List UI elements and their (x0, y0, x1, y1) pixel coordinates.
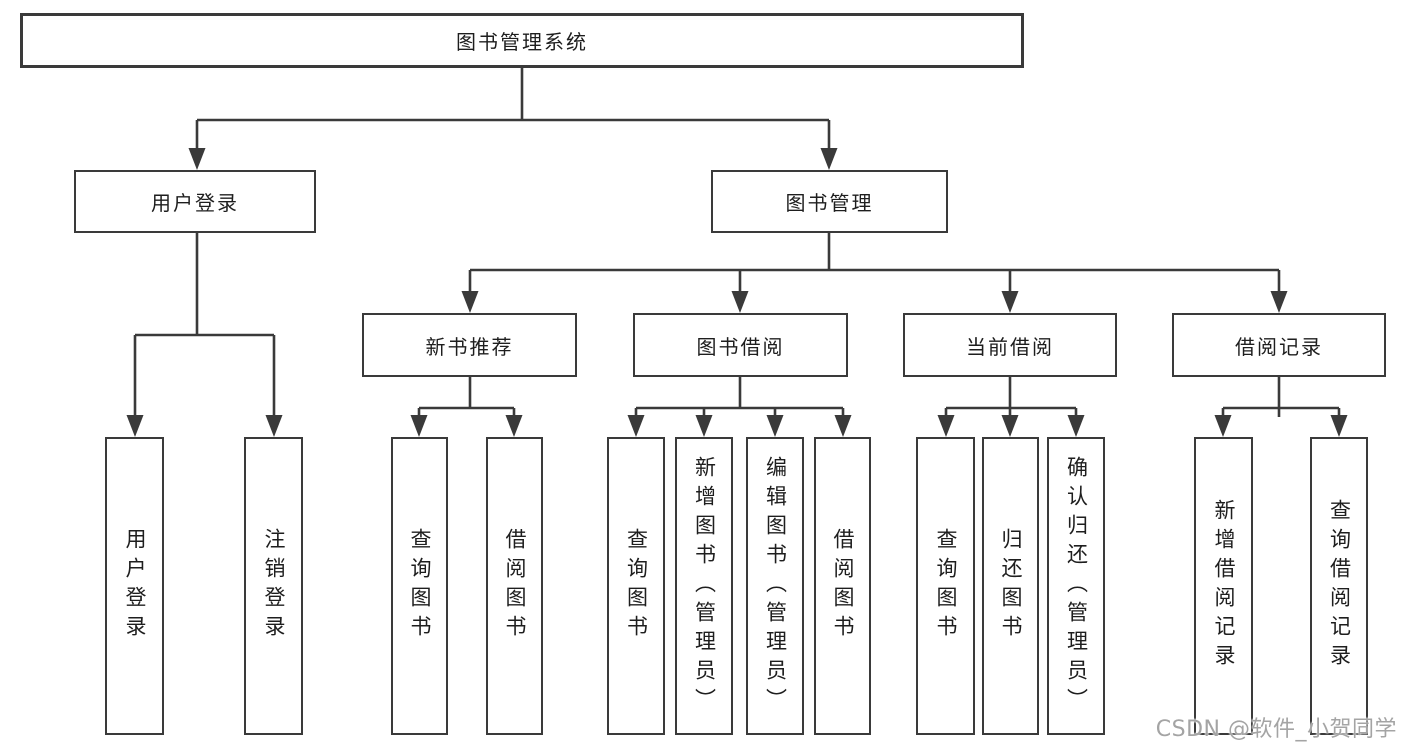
arrow-down-icon (937, 415, 955, 437)
leaf-borrow-books-recommend: 借阅图书 (486, 437, 543, 735)
connector-current-borrow-children (944, 377, 1078, 417)
node-current-borrowing: 当前借阅 (903, 313, 1117, 377)
arrow-down-icon (627, 415, 645, 437)
arrow-down-icon (766, 415, 784, 437)
leaf-confirm-return-admin: 确认归还（管理员） (1047, 437, 1105, 735)
connector-book-borrow-children (634, 377, 845, 417)
arrow-down-icon (1001, 415, 1019, 437)
arrow-down-icon (188, 148, 206, 170)
node-user-login: 用户登录 (74, 170, 316, 233)
connector-new-book-children (417, 377, 516, 417)
leaf-query-borrow-record: 查询借阅记录 (1310, 437, 1368, 735)
leaf-query-books-recommend: 查询图书 (391, 437, 448, 735)
leaf-borrow-books-borrowing: 借阅图书 (814, 437, 871, 735)
node-book-management: 图书管理 (711, 170, 948, 233)
arrow-down-icon (1001, 291, 1019, 313)
leaf-user-login: 用户登录 (105, 437, 164, 735)
arrow-down-icon (834, 415, 852, 437)
arrow-down-icon (1330, 415, 1348, 437)
arrow-down-icon (820, 148, 838, 170)
leaf-add-book-admin: 新增图书（管理员） (675, 437, 733, 735)
arrow-down-icon (505, 415, 523, 437)
arrow-down-icon (695, 415, 713, 437)
watermark-text: CSDN @软件_小贺同学 (1155, 717, 1397, 742)
arrow-down-icon (731, 291, 749, 313)
connector-user-login-children (133, 233, 276, 417)
node-new-book-recommend: 新书推荐 (362, 313, 577, 377)
arrowheads (126, 148, 1348, 437)
node-book-borrowing: 图书借阅 (633, 313, 848, 377)
connector-borrow-records-children (1221, 377, 1341, 417)
connector-root-to-level2 (195, 68, 831, 150)
arrow-down-icon (1067, 415, 1085, 437)
arrow-down-icon (461, 291, 479, 313)
arrow-down-icon (1214, 415, 1232, 437)
leaf-add-borrow-record: 新增借阅记录 (1194, 437, 1253, 735)
connector-book-mgmt-children (468, 233, 1281, 293)
arrow-down-icon (410, 415, 428, 437)
node-library-management-system: 图书管理系统 (20, 13, 1024, 68)
leaf-query-books-borrowing: 查询图书 (607, 437, 665, 735)
arrow-down-icon (1270, 291, 1288, 313)
leaf-return-books: 归还图书 (982, 437, 1039, 735)
arrow-down-icon (265, 415, 283, 437)
arrow-down-icon (126, 415, 144, 437)
leaf-edit-book-admin: 编辑图书（管理员） (746, 437, 804, 735)
node-borrowing-records: 借阅记录 (1172, 313, 1386, 377)
leaf-query-books-current: 查询图书 (916, 437, 975, 735)
leaf-logout-login: 注销登录 (244, 437, 303, 735)
